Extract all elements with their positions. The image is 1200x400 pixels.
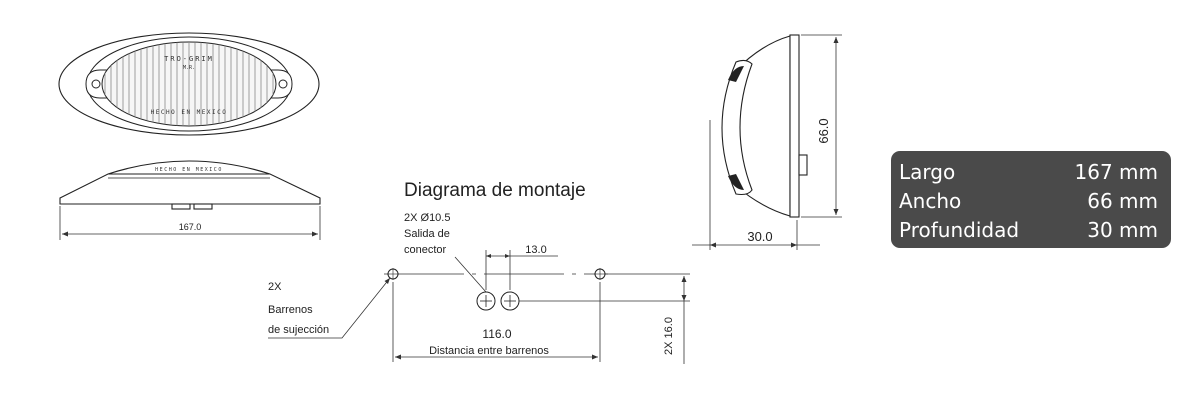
spec-label: Largo	[899, 160, 956, 184]
holes-leader	[268, 277, 391, 339]
brand-text: TRO-GRIM	[164, 55, 214, 63]
specs-panel: Largo 167 mm Ancho 66 mm Profundidad 30 …	[891, 151, 1171, 248]
connector-hole-left	[476, 291, 496, 311]
holes-label-1: 2X	[268, 281, 282, 293]
connector-label-1: 2X Ø10.5	[404, 212, 450, 224]
profile-depth-value: 30.0	[747, 229, 772, 244]
mounting-diagram: Diagrama de montaje 2X Ø10.5 Salida de c…	[268, 180, 690, 364]
profile-connector	[798, 154, 808, 176]
connector-hole-right	[500, 291, 520, 311]
hole-distance-value: 116.0	[482, 327, 511, 341]
left-mount-hole	[387, 268, 399, 280]
side-base	[59, 173, 321, 205]
holes-label-3: de sujección	[268, 324, 329, 336]
spec-label: Ancho	[899, 189, 962, 213]
spec-value: 167 mm	[1074, 160, 1159, 184]
spec-value: 66 mm	[1087, 189, 1158, 213]
holes-label-2: Barrenos	[268, 304, 313, 316]
right-mount-hole	[594, 268, 606, 280]
lens-flutes	[102, 42, 276, 126]
top-view: TRO-GRIM M.R. HECHO EN MEXICO	[58, 32, 320, 136]
profile-back-plate	[789, 34, 800, 218]
spec-label: Profundidad	[899, 218, 1020, 242]
profile-view: 66.0 30.0	[692, 34, 842, 250]
connector-spacing-value: 13.0	[525, 244, 546, 256]
hole-distance-label: Distancia entre barrenos	[429, 345, 549, 357]
connector-label-3: conector	[404, 244, 447, 256]
spec-value: 30 mm	[1087, 218, 1158, 242]
brand-mark: M.R.	[183, 65, 195, 71]
side-view: HECHO EN MEXICO 167.0	[59, 160, 321, 240]
spec-row-depth: Profundidad 30 mm	[899, 215, 1158, 245]
profile-dome	[721, 59, 753, 196]
spec-row-length: Largo 167 mm	[899, 157, 1158, 187]
right-lug-hole	[278, 79, 288, 89]
origin-text-top: HECHO EN MEXICO	[151, 109, 228, 116]
height-dim-value: 2X 16.0	[663, 317, 675, 355]
length-dim-value: 167.0	[179, 222, 202, 232]
side-tab-left	[171, 203, 191, 210]
connector-label-2: Salida de	[404, 228, 450, 240]
left-lug-hole	[91, 79, 101, 89]
mounting-title: Diagrama de montaje	[404, 180, 586, 201]
profile-height-value: 66.0	[816, 118, 831, 143]
side-tab-right	[193, 203, 213, 210]
spec-row-width: Ancho 66 mm	[899, 186, 1158, 216]
side-dome	[107, 160, 271, 175]
origin-text-side: HECHO EN MEXICO	[155, 167, 223, 173]
